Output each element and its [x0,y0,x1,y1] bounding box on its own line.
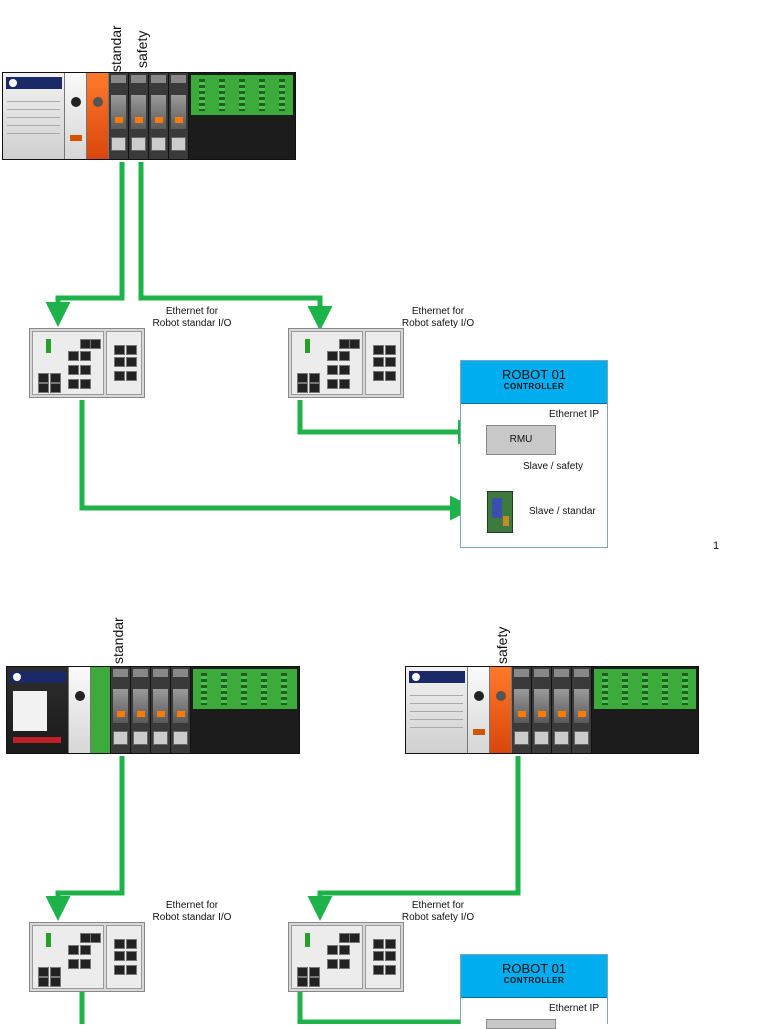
wire2-safety-to-switch2 [307,756,521,921]
ethernet-module-safety [129,73,149,159]
ethernet-module [131,667,151,753]
robot-title: ROBOT 01 [501,961,567,976]
controller-module [65,73,87,159]
rack2-label-safety: safety [494,626,510,664]
wire-standar-to-switch1 [45,162,125,327]
wire2-switch2-to-robot [297,992,478,1024]
ethernet-module [151,667,171,753]
ethernet-module [171,667,191,753]
ethernet-module [532,667,552,753]
ethernet-module [572,667,592,753]
io-board-icon [487,491,513,533]
ethernet-switch-standar [29,328,145,398]
robot-controller: ROBOT 01 CONTROLLER Ethernet IP RMU Slav… [460,360,608,548]
slave-standar-label: Slave / standar [529,506,596,517]
safety-partner-module [87,73,109,159]
ethernet-module [169,73,189,159]
io-modules [592,667,698,753]
ethernet-module-standar [109,73,129,159]
power-supply-module [3,73,65,159]
allen-bradley-logo [6,77,62,89]
plc-rack-standar [6,666,300,754]
plc-rack-safety [405,666,699,754]
wire2-standar-to-switch1 [45,756,125,921]
robot-header: ROBOT 01 CONTROLLER [461,361,607,404]
ethernet-switch-safety-2 [288,922,404,992]
page-number: 1 [713,540,720,552]
ethernet-module [552,667,572,753]
allen-bradley-logo [10,671,66,683]
rack-label-safety: safety [134,30,150,68]
robot-controller-2: ROBOT 01 CONTROLLER Ethernet IP [460,954,608,1029]
ethernet-ip-label: Ethernet IP [548,409,599,420]
rmu-box: RMU [486,425,556,455]
rack1-label-standar: standar [110,617,126,664]
ethernet-module [149,73,169,159]
power-supply-module [7,667,69,753]
ethernet-switch-standar-2 [29,922,145,992]
wire-switch1-to-board [79,400,475,521]
wire-safety-to-switch2 [138,162,333,331]
ethernet-module [111,667,131,753]
ethernet-ip-label: Ethernet IP [548,1003,599,1014]
io-modules [189,73,295,159]
controller-module [69,667,91,753]
robot-subtitle: CONTROLLER [503,382,565,391]
ethernet-switch-safety [288,328,404,398]
slave-safety-label: Slave / safety [523,461,584,472]
wire-switch2-to-rmu [297,400,483,445]
plc-rack [2,72,296,160]
safety-partner-module [490,667,512,753]
robot-header: ROBOT 01 CONTROLLER [461,955,607,998]
io-modules [191,667,299,753]
controller-module [468,667,490,753]
ethernet-module [512,667,532,753]
robot-subtitle: CONTROLLER [503,976,565,985]
power-supply-module [406,667,468,753]
rmu-box-partial [486,1019,556,1029]
rack-label-standar: standar [108,25,124,72]
io-module [91,667,111,753]
allen-bradley-logo [409,671,465,683]
robot-title: ROBOT 01 [501,367,567,382]
